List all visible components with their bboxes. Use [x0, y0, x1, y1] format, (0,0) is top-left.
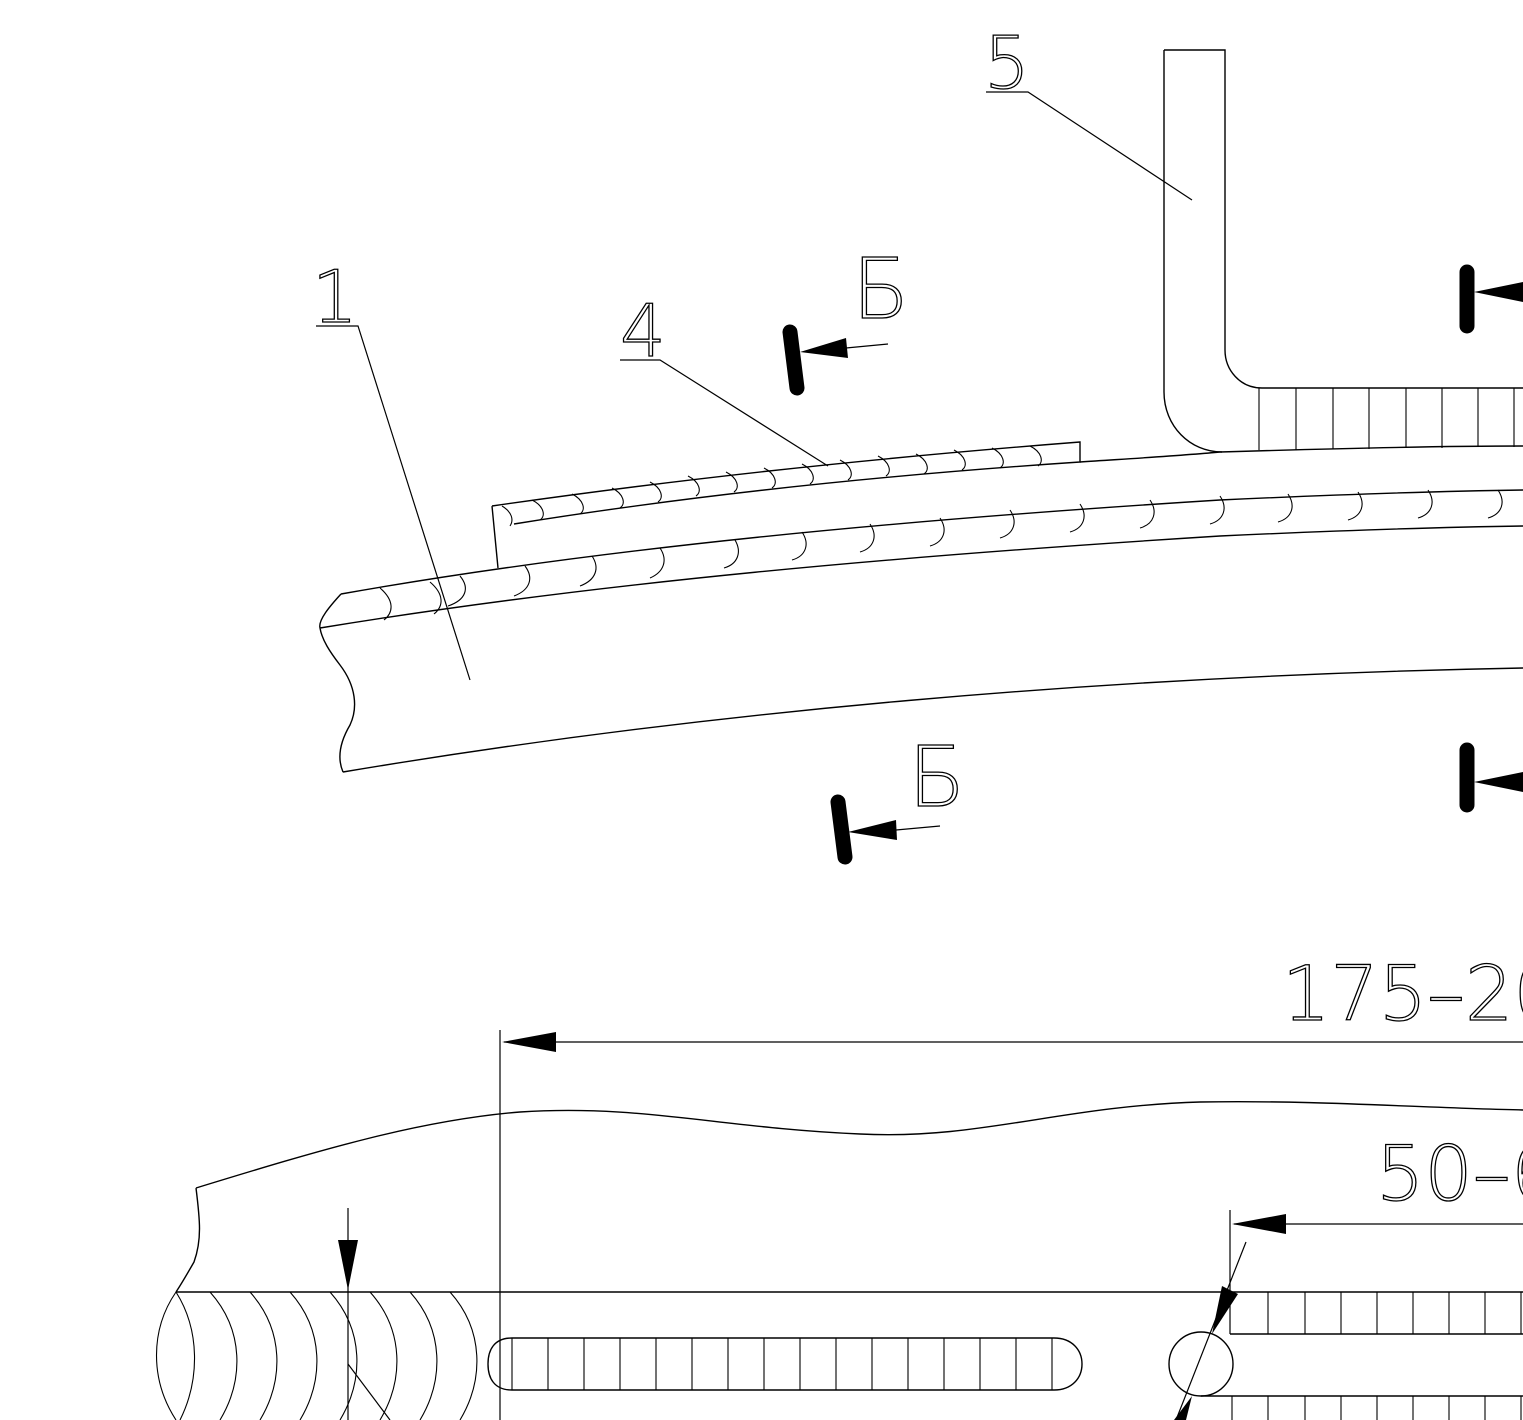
weld-bead-left-hatch: [511, 1338, 1053, 1390]
pad-to-bar-line: [1079, 445, 1523, 463]
dim-overall: 175–20: [1282, 949, 1523, 1038]
label-part-4: 4: [620, 289, 666, 373]
leader-part-4: [620, 359, 829, 467]
base-plate-outline: [319, 489, 1523, 773]
rod-slant-arrow-lower: [1174, 1396, 1192, 1420]
weld-bead-left: [487, 1337, 1083, 1391]
leader-part-5: [986, 91, 1193, 201]
pad-weld-scallops: [501, 445, 1042, 527]
label-part-1: 1: [312, 255, 358, 339]
break-line: [175, 1100, 1523, 1293]
thickness-slant: [347, 1363, 391, 1420]
label-part-5: 5: [984, 21, 1030, 105]
bent-bar-outline: [1163, 49, 1523, 453]
bent-bar-weld-hatch: [1258, 388, 1515, 450]
section-marker-bottom-right: [1459, 742, 1523, 813]
weld-bead-right-upper-hatch: [1267, 1292, 1522, 1334]
thickness-arrow: [338, 1240, 358, 1290]
label-section-top: Б: [852, 240, 910, 338]
section-marker-top-left: [782, 324, 889, 396]
weld-bead-right-lower-hatch: [1231, 1396, 1522, 1420]
section-marker-bottom-left: [830, 794, 941, 865]
dim-spacing: 50–6: [1376, 1129, 1523, 1218]
leader-part-1: [316, 325, 471, 681]
spacing-dim-arrow: [1232, 1214, 1286, 1234]
upper-view: 1 4 5 Б Б: [311, 20, 1523, 865]
section-marker-top-right: [1459, 264, 1523, 334]
rod-slant-arrow: [1212, 1286, 1238, 1334]
rod-slant-leader: [1175, 1241, 1247, 1420]
plate-weld-scallops: [379, 489, 1503, 621]
end-weld-arcs: [155, 1291, 478, 1420]
pad-outline: [491, 441, 1081, 569]
label-section-bottom: Б: [908, 728, 966, 826]
rod-end-circle: [1168, 1331, 1234, 1397]
overall-dim-arrow: [502, 1032, 556, 1052]
lower-view: 175–20: [155, 948, 1523, 1420]
